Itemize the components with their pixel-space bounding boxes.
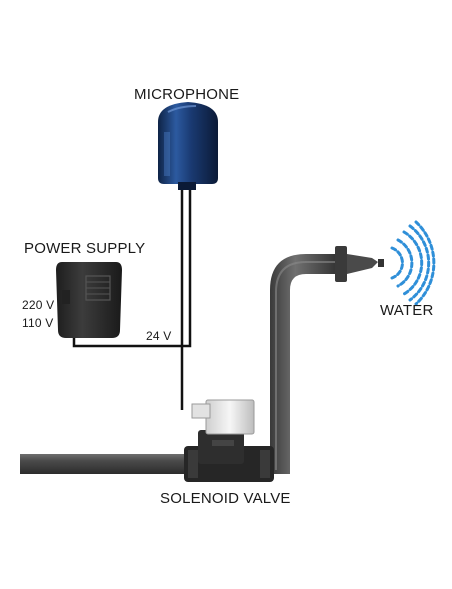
solenoid-valve-label: SOLENOID VALVE bbox=[160, 490, 291, 507]
voltage-24-label: 24 V bbox=[146, 329, 172, 343]
solenoid-valve-icon bbox=[184, 399, 274, 482]
voltage-220-label: 220 V bbox=[22, 298, 55, 312]
voltage-110-label: 110 V bbox=[22, 316, 54, 330]
water-label: WATER bbox=[380, 302, 434, 319]
water-spray-icon bbox=[390, 220, 436, 306]
microphone-icon bbox=[158, 102, 218, 190]
spray-nozzle bbox=[335, 246, 384, 282]
power-supply-icon bbox=[56, 262, 122, 338]
power-supply-label: POWER SUPPLY bbox=[24, 240, 146, 257]
microphone-label: MICROPHONE bbox=[134, 86, 240, 103]
